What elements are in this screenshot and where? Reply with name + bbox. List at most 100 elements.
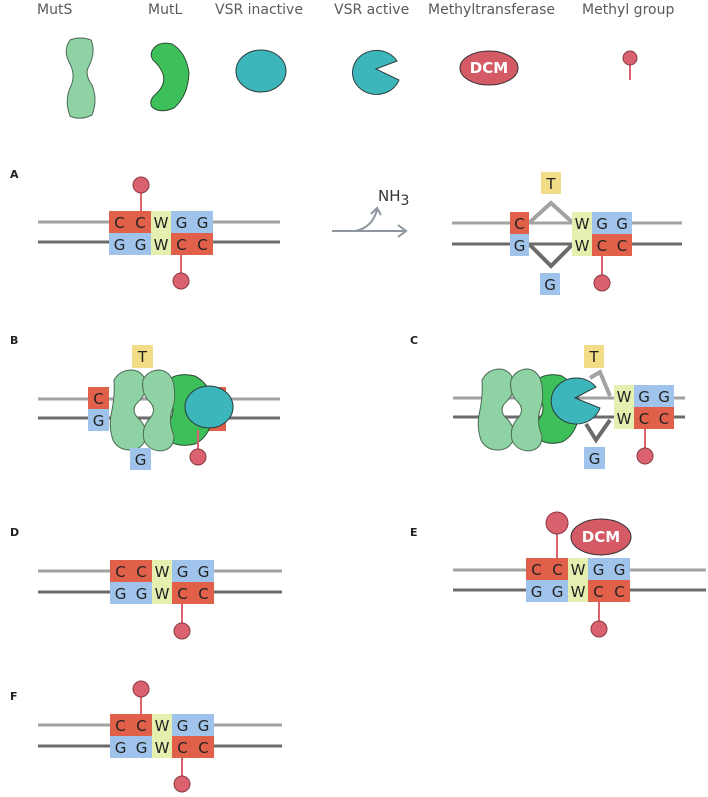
base-c [526,558,547,580]
base-c [592,234,612,256]
base-g-label: G [114,236,126,254]
methyl-group [173,622,191,640]
base-g [172,714,193,736]
base-c-label: C [177,585,187,603]
panel-b-label: B [10,334,18,347]
base-c [192,233,213,255]
base-t-label: T [545,175,556,193]
base-g-label: G [93,412,105,430]
base-c-label: C [93,390,103,408]
base-c-label: C [136,563,146,581]
base-g [612,212,632,234]
base-c [110,560,131,582]
base-c-label: C [597,237,607,255]
base-c-label: C [593,583,603,601]
base-w-label: W [617,388,632,406]
base-g [654,385,674,407]
methyl-group [593,274,611,292]
base-g [131,736,152,758]
muts-protein [142,369,176,452]
base-c [131,560,152,582]
base-g [110,736,131,758]
base-g [526,580,547,602]
base-c-label: C [135,214,145,232]
base-c [109,211,130,233]
base-t [584,345,604,368]
muts-protein [109,369,147,451]
base-g-label: G [658,388,670,406]
base-c-label: C [176,236,186,254]
base-g [130,233,151,255]
base-g [540,273,560,295]
base-g [193,560,214,582]
base-g [547,580,568,602]
base-g [88,409,109,431]
base-g-label: G [544,276,556,294]
base-g-label: G [115,739,127,757]
base-c [510,212,529,234]
base-c [130,211,151,233]
base-g-label: G [135,236,147,254]
flipped-strand-top [528,200,574,224]
base-w [572,234,592,256]
base-w-label: W [155,585,170,603]
base-c [609,580,630,602]
base-c-label: C [198,585,208,603]
base-c-label: C [552,561,562,579]
muts-icon [65,37,96,119]
dcm-protein-label: DCM [582,528,620,546]
base-w [614,407,634,429]
legend-methyl-group-label: Methyl group [582,2,674,18]
flipped-strand-bottom [528,243,574,269]
methyl-group [173,775,191,793]
panel-c-label: C [410,334,418,347]
base-w [151,233,171,255]
base-w-label: W [617,410,632,428]
base-g-label: G [552,583,564,601]
base-c-label: C [114,214,124,232]
legend-mutl-label: MutL [148,2,182,18]
base-c [547,558,568,580]
methyl-group [590,620,608,638]
flipped-strand-top [588,369,612,397]
base-w-label: W [571,561,586,579]
base-c [110,714,131,736]
base-c [88,387,109,409]
base-g [634,385,654,407]
methyl-group [132,680,150,698]
base-g [130,448,151,470]
base-c-label: C [531,561,541,579]
panel-e-label: E [410,526,418,539]
base-c [654,407,674,429]
base-c [131,714,152,736]
base-c [172,582,193,604]
reaction-arrowhead [397,224,408,238]
base-c-label: C [115,563,125,581]
base-w-label: W [575,215,590,233]
base-w-label: W [155,563,170,581]
base-g [592,212,612,234]
base-c [612,234,632,256]
base-w [152,582,172,604]
base-g [109,233,130,255]
methyl-group [172,272,190,290]
methyl-group [636,447,654,465]
base-c-label: C [639,410,649,428]
base-g-label: G [177,563,189,581]
base-g-label: G [177,717,189,735]
base-w [152,714,172,736]
base-w [152,736,172,758]
base-c-label: C [659,410,669,428]
base-c-label: C [115,717,125,735]
base-c-label: C [177,739,187,757]
base-g-label: G [589,450,601,468]
base-g [131,582,152,604]
base-g-label: G [514,237,526,255]
methyl-group [132,176,150,194]
base-c [634,407,654,429]
dna-block-d: C C W G G G G W C C [110,560,214,604]
base-w-label: W [575,237,590,255]
muts-protein [477,368,515,451]
legend-methyltransferase-label: Methyltransferase [428,2,555,18]
base-g [193,714,214,736]
